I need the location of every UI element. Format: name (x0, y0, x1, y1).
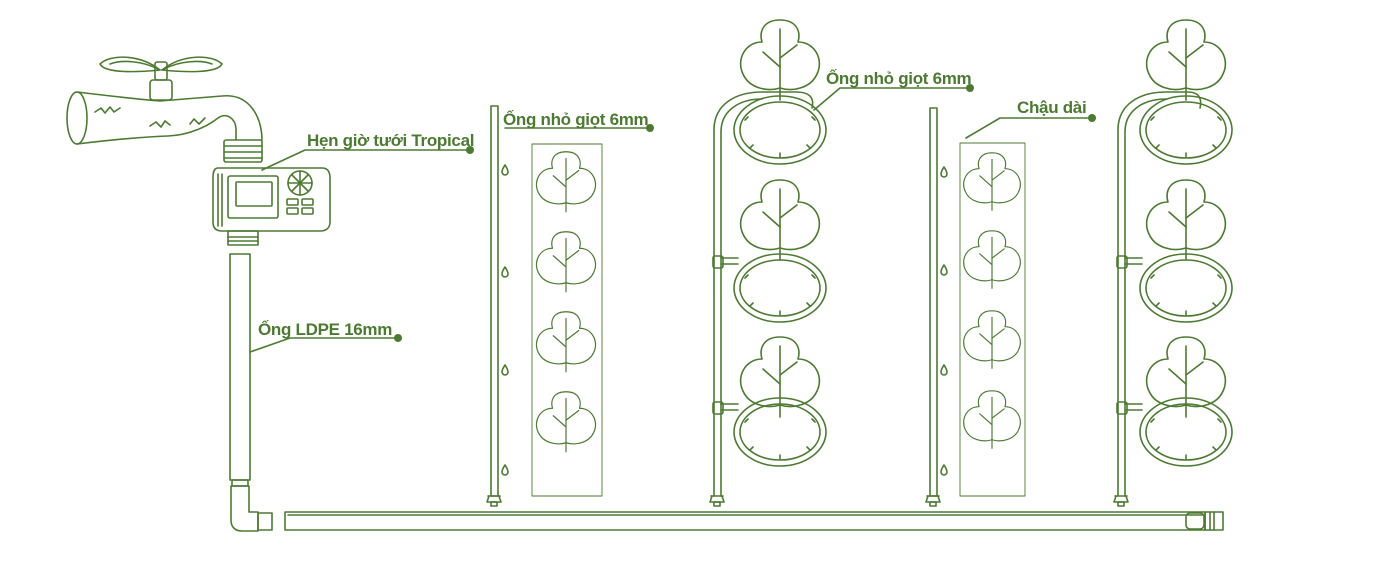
elbow-fitting-icon (230, 485, 273, 532)
irrigation-timer-icon (212, 167, 331, 246)
long-pot-2 (959, 142, 1026, 497)
tree-stack-2 (1139, 19, 1233, 467)
leader-dots (394, 84, 1096, 342)
tree-stack-1 (733, 19, 827, 467)
main-ldpe-pipe (284, 511, 1224, 531)
drip-tube-vertical-2 (925, 107, 948, 507)
long-pot-1 (531, 143, 603, 497)
water-faucet-icon (66, 56, 263, 163)
long-pot-label: Chậu dài (1017, 98, 1087, 117)
ldpe-pipe-label: Ống LDPE 16mm (258, 320, 393, 339)
ldpe-pipe-vertical (229, 253, 251, 487)
drip-tube-label-2: Ống nhỏ giọt 6mm (826, 69, 972, 88)
drip-tube-vertical-1 (486, 105, 509, 507)
leader-lines (249, 87, 1093, 353)
drip-tube-coiled-2 (1113, 91, 1202, 507)
drip-tube-coiled-1 (709, 91, 814, 507)
timer-label: Hẹn giờ tưới Tropical (307, 131, 475, 150)
drip-tube-label-1: Ống nhỏ giọt 6mm (503, 110, 649, 129)
